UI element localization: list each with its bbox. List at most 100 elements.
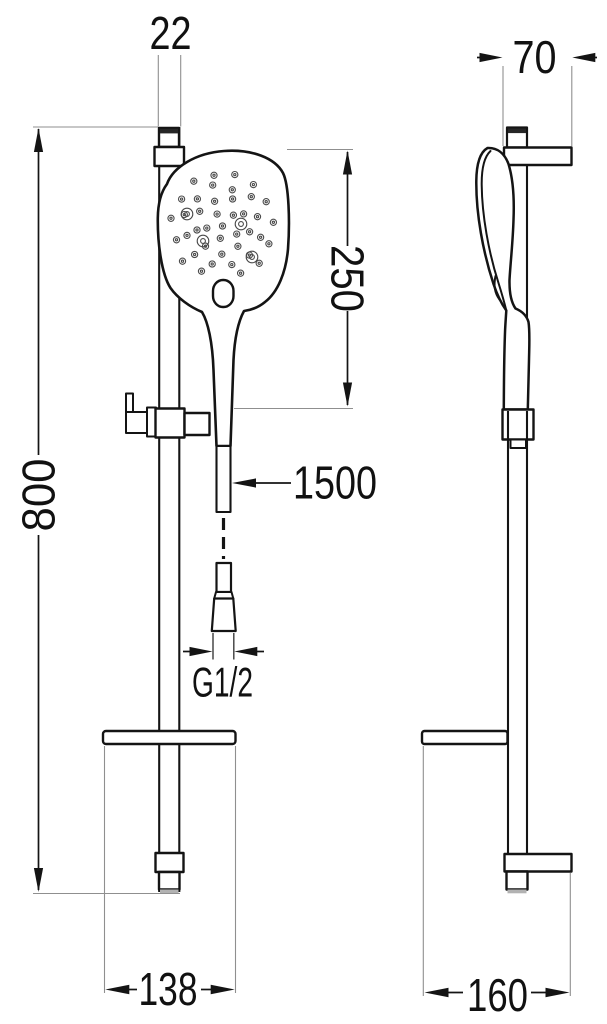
dim-hose-thread-g12: G1/2 xyxy=(183,633,264,706)
nozzle-dot xyxy=(235,232,239,236)
nozzle-dot xyxy=(239,210,248,218)
nozzle-dot xyxy=(251,182,256,187)
nozzle-dot xyxy=(184,211,190,217)
nozzle-dot xyxy=(195,228,199,232)
nozzle-dot xyxy=(220,224,225,228)
nozzle-dot xyxy=(265,240,273,248)
nozzle-dot xyxy=(172,236,181,244)
dimension-annotations: 22 800 250 1500 xyxy=(13,7,597,1021)
nozzle-dot xyxy=(196,234,210,248)
nozzle-dot xyxy=(233,230,241,238)
nozzle-dot xyxy=(193,195,202,203)
nozzle-dot xyxy=(197,267,206,275)
dim-rail-height-800: 800 xyxy=(13,126,180,895)
arrowhead-right xyxy=(545,987,570,998)
nozzle-dot xyxy=(211,183,215,187)
nozzle-dot xyxy=(247,230,252,234)
dim-front-base-width-138: 138 xyxy=(103,746,237,1015)
nozzle-dot xyxy=(255,215,260,219)
nozzle-dot xyxy=(220,252,224,256)
nozzle-dot xyxy=(247,193,255,201)
nozzle-dot xyxy=(210,262,214,266)
arrowhead-right xyxy=(189,646,213,657)
bottom-wall-bracket-side xyxy=(503,852,573,894)
nozzle-dot xyxy=(257,261,261,265)
arrowhead-left xyxy=(232,478,256,488)
arrowhead-left xyxy=(424,987,449,998)
dim-label-handset-length: 250 xyxy=(322,245,374,312)
nozzle-dot xyxy=(228,186,236,194)
arrowhead-right xyxy=(210,984,235,995)
bracket-cap xyxy=(160,128,178,134)
soap-dish-front xyxy=(101,729,237,746)
nozzle-dot xyxy=(177,195,186,203)
top-wall-bracket-side xyxy=(502,126,573,167)
hose-upper-segment xyxy=(215,444,232,514)
mode-button-profile xyxy=(493,275,501,301)
dim-label-hose-thread: G1/2 xyxy=(192,659,253,706)
nozzle-dot xyxy=(231,213,236,217)
nozzle-dot xyxy=(174,238,179,242)
nozzle-dot xyxy=(180,259,185,263)
nozzle-dot xyxy=(256,233,265,241)
dim-label-rail-height: 800 xyxy=(13,459,65,532)
handset-cradle xyxy=(183,411,211,437)
slider-knob xyxy=(509,438,527,449)
front-view xyxy=(101,126,291,894)
nozzle-dot xyxy=(218,236,222,240)
nozzle-dot xyxy=(210,197,219,205)
arrowhead-right xyxy=(479,52,503,63)
nozzle-dot xyxy=(213,210,221,218)
dim-label-side-depth: 160 xyxy=(467,969,528,1021)
hose-lower-segment xyxy=(215,561,233,594)
dim-hose-length-1500: 1500 xyxy=(232,457,377,509)
bracket-neck xyxy=(157,870,181,891)
nozzle-dot xyxy=(208,260,216,268)
nozzle-dot xyxy=(249,195,253,199)
nozzle-dot xyxy=(269,218,278,226)
nozzle-dot xyxy=(245,228,254,236)
arrowhead-left xyxy=(234,646,258,657)
bracket-neck xyxy=(505,870,529,891)
nozzle-dot xyxy=(245,250,259,264)
dim-label-hose-length: 1500 xyxy=(293,457,377,509)
nozzle-dot xyxy=(249,180,258,189)
nozzle-dot xyxy=(190,177,198,185)
slider-holder-front xyxy=(125,392,211,439)
nozzle-dot xyxy=(169,216,173,220)
dim-rail-width-22: 22 xyxy=(150,7,192,127)
nozzle-dot xyxy=(201,242,210,250)
bracket-base xyxy=(503,852,573,873)
nozzle-dot xyxy=(238,221,244,227)
nozzle-dot xyxy=(218,222,227,230)
dim-label-rail-width: 22 xyxy=(150,7,192,59)
hand-shower-side xyxy=(475,146,531,411)
nozzle-dot xyxy=(233,172,237,177)
nozzle-dot xyxy=(271,220,276,224)
nozzle-dot xyxy=(185,233,189,238)
nozzle-dot xyxy=(190,250,199,259)
dim-side-depth-160: 160 xyxy=(422,746,571,1021)
dim-bracket-depth-70: 70 xyxy=(477,31,597,146)
spray-nozzles xyxy=(167,170,278,277)
nozzle-dot xyxy=(196,207,204,215)
soap-dish-bar xyxy=(420,729,509,746)
nozzle-dot xyxy=(234,217,248,231)
nozzle-dot xyxy=(216,234,224,242)
nozzle-dot xyxy=(198,209,202,213)
nozzle-dot xyxy=(178,257,187,265)
nozzle-dot xyxy=(210,171,218,179)
nozzle-dot xyxy=(192,179,196,183)
nozzle-dot xyxy=(230,262,234,267)
nozzle-dot xyxy=(183,231,191,240)
nozzle-dot xyxy=(230,188,234,192)
nozzle-dot xyxy=(179,197,184,201)
arrowhead-left xyxy=(105,984,130,995)
arrowhead-down xyxy=(342,382,353,407)
nozzle-dot xyxy=(193,226,201,234)
head-face-edge-line xyxy=(480,150,508,312)
bracket-end-shade xyxy=(160,889,179,894)
nozzle-dot xyxy=(167,214,175,222)
